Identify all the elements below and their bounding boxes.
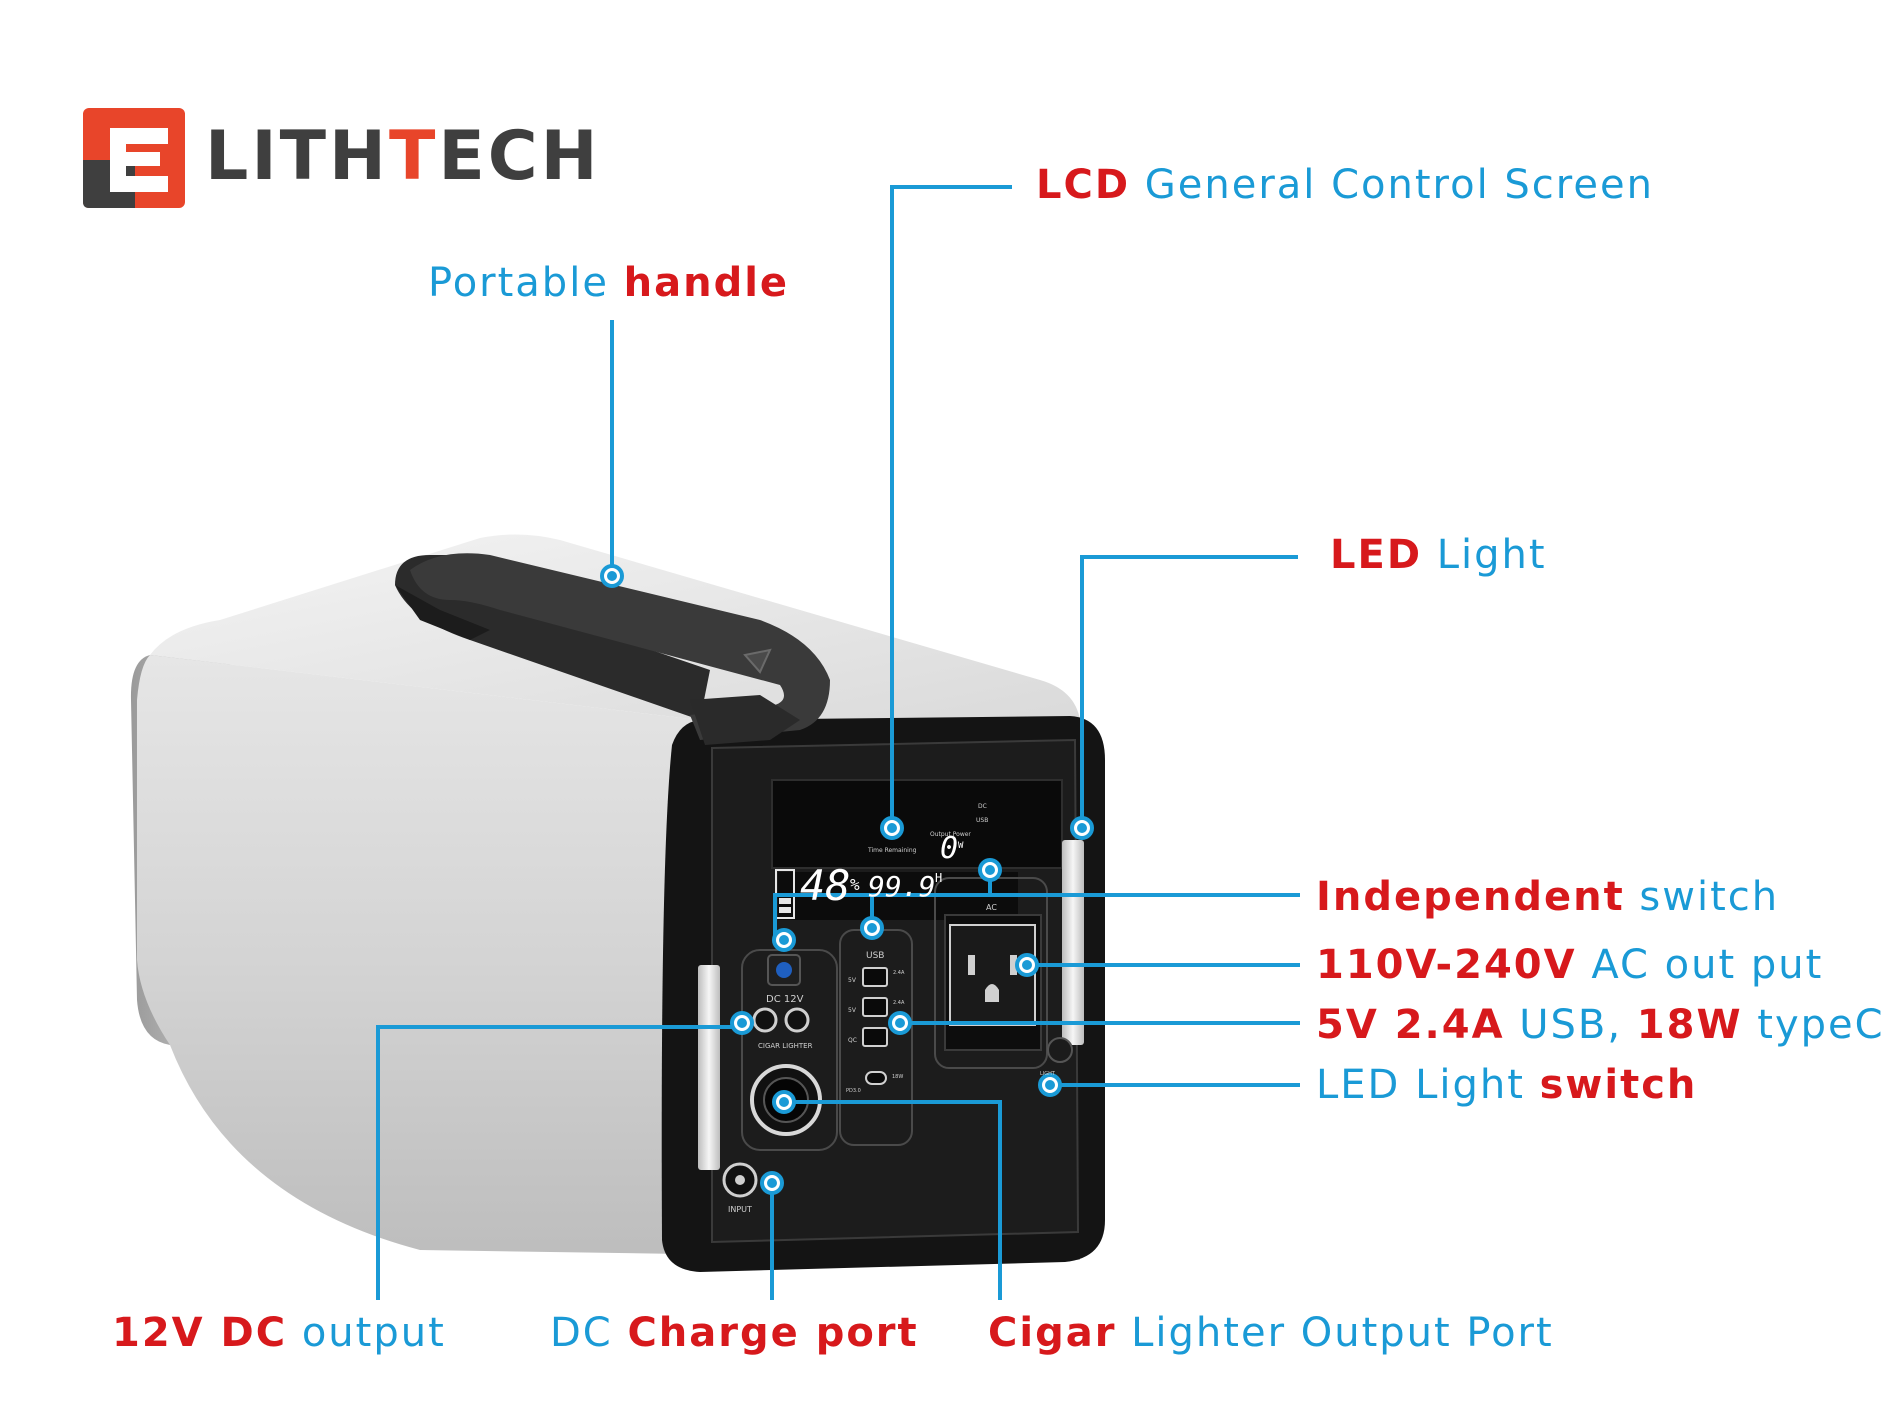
callout-dc-charge-port: DC Charge port <box>550 1313 919 1353</box>
led-strip-right <box>1062 840 1084 1045</box>
label-led-tag: LIGHT <box>1040 1071 1056 1077</box>
callout-led-plain: Light <box>1422 532 1547 578</box>
led-switch-button <box>1047 1037 1073 1063</box>
dc-input-port <box>722 1162 758 1198</box>
brand-wordmark: LITHTECH <box>205 123 601 191</box>
lcd-output-label: Output Power <box>930 831 971 838</box>
lcd-output-unit: W <box>958 841 964 851</box>
label-ac: AC <box>986 903 997 912</box>
callout-12v-dc-output: 12V DC output <box>112 1313 446 1353</box>
lcd-remaining-time: 99.9 <box>868 870 935 903</box>
callout-led-switch-plain: LED Light <box>1316 1062 1540 1108</box>
callout-lines <box>376 185 1300 1300</box>
callout-led-light-switch: LED Light switch <box>1316 1065 1697 1105</box>
label-pd-watts: 18W <box>892 1074 903 1080</box>
label-usb-24a-2: 2.4A <box>893 1000 905 1006</box>
callout-cigar-bold: Cigar <box>988 1310 1117 1356</box>
callout-led-bold: LED <box>1330 532 1423 578</box>
brand-part-2: ECH <box>438 117 601 196</box>
callout-dc-charge-bold: Charge port <box>627 1310 919 1356</box>
callout-ac-plain: AC out put <box>1576 942 1824 988</box>
callout-lcd-screen: LCD General Control Screen <box>1036 165 1654 205</box>
callout-lcd-bold: LCD <box>1036 162 1131 208</box>
callout-independent-bold: Independent <box>1316 874 1625 920</box>
label-usb: USB <box>866 951 884 961</box>
brand-part-1: LITH <box>205 117 389 196</box>
label-usb-qc: QC <box>848 1037 857 1044</box>
callout-ac-output: 110V-240V AC out put <box>1316 945 1823 985</box>
lcd-battery-percent: 48 <box>800 861 851 910</box>
callout-dc-output-plain: output <box>287 1310 446 1356</box>
panel-labels: DC 12V CIGAR LIGHTER USB AC INPUT 5V 5V … <box>728 903 1056 1214</box>
lcd-readout: 48 % 99.9 H Time Remaining Output Power … <box>800 803 988 910</box>
lcd-dc-tag: DC <box>978 803 987 810</box>
brand-accent-letter: T <box>388 117 439 196</box>
led-strip-left <box>698 965 720 1170</box>
callout-independent-switch: Independent switch <box>1316 877 1779 917</box>
callout-led-switch-bold: switch <box>1539 1062 1698 1108</box>
callout-ac-bold: 110V-240V <box>1316 942 1577 988</box>
callout-cigar-lighter-port: Cigar Lighter Output Port <box>988 1313 1554 1353</box>
callout-usb-bold-2: 18W <box>1636 1002 1743 1048</box>
lcd-time-label: Time Remaining <box>867 847 917 854</box>
label-input: INPUT <box>728 1205 752 1214</box>
callout-usb-plain-1: USB, <box>1504 1002 1637 1048</box>
label-usb-5v-2: 5V <box>848 1007 857 1014</box>
callout-usb: 5V 2.4A USB, 18W typeC <box>1316 1005 1885 1045</box>
callout-cigar-plain: Lighter Output Port <box>1116 1310 1554 1356</box>
label-usb-24a-1: 2.4A <box>893 970 905 976</box>
lcd-time-unit: H <box>935 871 942 885</box>
callout-usb-bold-1: 5V 2.4A <box>1316 1002 1505 1048</box>
callout-usb-plain-2: typeC <box>1742 1002 1885 1048</box>
lithtech-logo-icon <box>83 108 185 208</box>
lcd-output-value: 0 <box>940 831 958 866</box>
label-pd: PD3.0 <box>846 1088 861 1094</box>
lcd-percent-sign: % <box>850 875 860 894</box>
callout-dots <box>600 564 1094 1195</box>
callout-independent-plain: switch <box>1624 874 1780 920</box>
callout-portable-handle: Portable handle <box>428 263 789 303</box>
label-usb-5v-1: 5V <box>848 977 857 984</box>
callout-dc-output-bold: 12V DC <box>112 1310 288 1356</box>
lcd-usb-tag: USB <box>976 817 988 824</box>
label-dc12v: DC 12V <box>766 994 804 1005</box>
callout-lcd-plain: General Control Screen <box>1130 162 1654 208</box>
callout-led-light: LED Light <box>1330 535 1547 575</box>
callout-handle-plain: Portable <box>428 260 624 306</box>
label-cigar-lighter: CIGAR LIGHTER <box>758 1042 813 1050</box>
callout-dc-charge-plain: DC <box>550 1310 628 1356</box>
carry-handle <box>395 553 830 745</box>
callout-handle-bold: handle <box>623 260 790 306</box>
